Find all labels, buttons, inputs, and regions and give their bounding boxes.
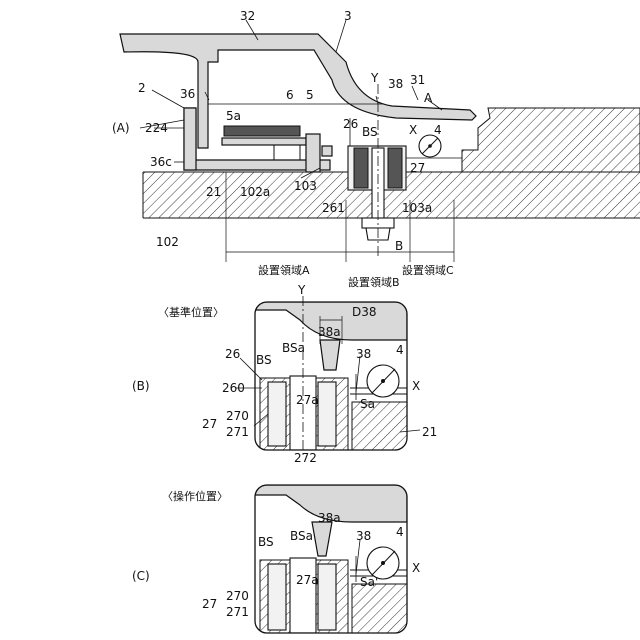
- label-b-d38: D38: [352, 305, 377, 319]
- label-38: 38: [388, 77, 403, 91]
- panel-b-title: 〈基準位置〉: [158, 305, 224, 319]
- label-b-y: Y: [297, 283, 306, 297]
- panel-c-title: 〈操作位置〉: [162, 489, 228, 503]
- label-4: 4: [434, 123, 442, 137]
- label-x: X: [409, 123, 417, 137]
- board-5: [222, 138, 306, 145]
- label-6: 6: [286, 88, 294, 102]
- label-224: 224: [145, 121, 168, 135]
- label-31: 31: [410, 73, 425, 87]
- label-36: 36: [180, 87, 195, 101]
- label-b: B: [395, 239, 403, 253]
- label-c-38a: 38a: [318, 511, 341, 525]
- label-b-bsa: BSa: [282, 341, 305, 355]
- block-103: [306, 134, 320, 172]
- label-c-sa: Sa': [360, 575, 378, 589]
- label-b-21: 21: [422, 425, 437, 439]
- label-b-sa: Sa: [360, 397, 375, 411]
- label-5a: 5a: [226, 109, 241, 123]
- label-32: 32: [240, 9, 255, 23]
- label-36c: 36c: [150, 155, 172, 169]
- label-b-270: 270: [226, 409, 249, 423]
- label-b-27a: 27a: [296, 393, 319, 407]
- label-103: 103: [294, 179, 317, 193]
- label-c-bs: BS: [258, 535, 274, 549]
- label-c-270: 270: [226, 589, 249, 603]
- region-a-label: 設置領域A: [258, 263, 310, 277]
- label-c-bsa: BSa: [290, 529, 313, 543]
- label-c-38: 38: [356, 529, 371, 543]
- label-3: 3: [344, 9, 352, 23]
- label-5: 5: [306, 88, 314, 102]
- label-b-272: 272: [294, 451, 317, 465]
- panel-letter-a: (A): [112, 121, 130, 135]
- label-b-26: 26: [225, 347, 240, 361]
- panel-b: 〈基準位置〉 (B) Y D38 38a 26 BS BSa 38 4 260 …: [132, 283, 437, 465]
- label-27: 27: [410, 161, 425, 175]
- label-b-38: 38: [356, 347, 371, 361]
- region-b-label: 設置領域B: [348, 275, 400, 289]
- body-block: [462, 108, 640, 172]
- panel-a: (A) 32 3 2 36 224 36c 5a 6 5 Y 38 31 A 2…: [112, 9, 640, 289]
- label-261: 261: [322, 201, 345, 215]
- label-103a: 103a: [402, 201, 432, 215]
- label-102: 102: [156, 235, 179, 249]
- panel-c: 〈操作位置〉 (C) 38a BS BSa 38 4 27a X Sa' 270…: [132, 485, 420, 633]
- label-c-27a: 27a: [296, 573, 319, 587]
- panel-letter-b: (B): [132, 379, 150, 393]
- label-y: Y: [370, 71, 379, 85]
- label-c-271: 271: [226, 605, 249, 619]
- panel-letter-c: (C): [132, 569, 150, 583]
- label-2: 2: [138, 81, 146, 95]
- board-6: [224, 126, 300, 136]
- label-a: A: [424, 91, 433, 105]
- rib-38a: [320, 340, 340, 370]
- label-102a: 102a: [240, 185, 270, 199]
- label-c-x: X: [412, 561, 420, 575]
- region-c-label: 設置領域C: [402, 263, 454, 277]
- label-b-bs: BS: [256, 353, 272, 367]
- label-b-271: 271: [226, 425, 249, 439]
- label-b-260: 260: [222, 381, 245, 395]
- label-b-4: 4: [396, 343, 404, 357]
- label-b-38a: 38a: [318, 325, 341, 339]
- label-b-27: 27: [202, 417, 217, 431]
- label-c-27: 27: [202, 597, 217, 611]
- label-c-4: 4: [396, 525, 404, 539]
- label-26: 26: [343, 117, 358, 131]
- label-b-x: X: [412, 379, 420, 393]
- label-21: 21: [206, 185, 221, 199]
- label-bs: BS: [362, 125, 378, 139]
